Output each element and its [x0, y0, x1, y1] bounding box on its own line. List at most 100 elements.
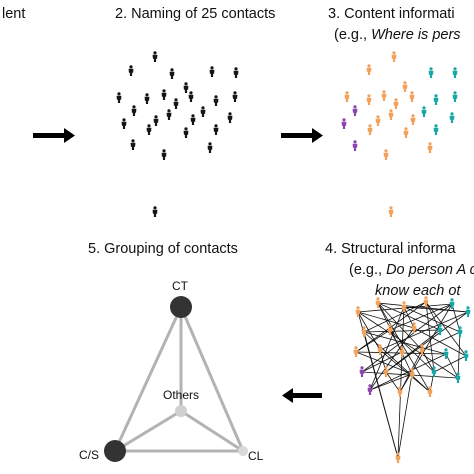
person-icon	[152, 206, 158, 217]
person-icon	[428, 67, 434, 78]
person-icon	[173, 98, 179, 109]
person-icon	[457, 326, 463, 337]
person-icon	[377, 344, 383, 355]
person-icon	[397, 386, 403, 397]
person-icon	[465, 306, 471, 317]
person-icon	[419, 344, 425, 355]
network-edge	[421, 331, 461, 351]
person-icon	[352, 105, 358, 116]
step4-caption: 4. Structural informa	[325, 241, 456, 257]
person-icon	[411, 322, 417, 333]
network-edge	[355, 351, 413, 375]
person-icon	[121, 118, 127, 129]
person-icon	[161, 149, 167, 160]
network-edge	[413, 327, 467, 357]
person-icon	[410, 114, 416, 125]
person-icon	[399, 346, 405, 357]
person-icon	[161, 89, 167, 100]
person-icon	[144, 93, 150, 104]
person-icon	[437, 324, 443, 335]
person-icon	[213, 95, 219, 106]
person-icon	[190, 114, 196, 125]
label-cs: C/S	[79, 448, 99, 462]
person-icon	[452, 67, 458, 78]
person-icon	[433, 124, 439, 135]
edge-ct-cs	[113, 306, 183, 452]
person-icon	[153, 115, 159, 126]
network-edge	[457, 331, 461, 379]
node-ct	[170, 296, 192, 318]
person-icon	[152, 51, 158, 62]
person-icon	[209, 66, 215, 77]
label-others: Others	[163, 388, 199, 402]
network-edge	[377, 302, 441, 331]
person-icon	[341, 118, 347, 129]
person-icon	[387, 324, 393, 335]
network-edge	[363, 331, 399, 459]
person-icon	[200, 106, 206, 117]
edge-ct-cl	[179, 306, 245, 452]
person-icon	[381, 90, 387, 101]
step3-subcaption: (e.g., Where is pers	[334, 27, 461, 43]
network-edge	[389, 303, 453, 331]
person-icon	[395, 452, 401, 463]
person-icon	[455, 372, 461, 383]
person-icon	[375, 115, 381, 126]
edge-others-cl	[180, 409, 244, 453]
person-icon	[463, 350, 469, 361]
person-icon	[116, 92, 122, 103]
step3-sub-prefix: (e.g.,	[334, 27, 371, 43]
step2-caption: 2. Naming of 25 contacts	[115, 6, 275, 22]
node-cs	[104, 440, 126, 462]
person-icon	[183, 82, 189, 93]
network-edge	[369, 353, 447, 391]
label-ct: CT	[172, 279, 189, 293]
person-icon	[352, 140, 358, 151]
person-icon	[443, 348, 449, 359]
person-icon	[166, 109, 172, 120]
person-icon	[409, 91, 415, 102]
step1-caption: lent	[2, 6, 25, 22]
person-icon	[232, 91, 238, 102]
network-edge	[369, 306, 405, 391]
step4-sub-italic: Do person A c	[386, 262, 474, 278]
network-edge	[363, 331, 447, 355]
person-icon	[452, 91, 458, 102]
contacts-content-group	[341, 51, 458, 217]
network-edge	[377, 302, 431, 393]
person-icon	[427, 386, 433, 397]
person-icon	[213, 124, 219, 135]
person-icon	[367, 124, 373, 135]
person-icon	[361, 326, 367, 337]
person-icon	[401, 301, 407, 312]
network-edge	[379, 349, 431, 393]
arrow-left-icon	[282, 388, 322, 403]
person-icon	[393, 98, 399, 109]
arrow-right-icon	[33, 128, 75, 143]
person-icon	[383, 366, 389, 377]
person-icon	[207, 142, 213, 153]
person-icon	[421, 106, 427, 117]
step4-sub-prefix: (e.g.,	[349, 262, 386, 278]
network-edge	[445, 353, 459, 379]
person-icon	[367, 384, 373, 395]
network-edge	[361, 351, 403, 373]
contact-network-people	[353, 296, 471, 463]
network-edge	[379, 311, 469, 351]
person-icon	[449, 298, 455, 309]
person-icon	[344, 91, 350, 102]
person-icon	[227, 112, 233, 123]
person-icon	[169, 68, 175, 79]
person-icon	[433, 94, 439, 105]
person-icon	[449, 112, 455, 123]
network-edge	[357, 311, 459, 379]
person-icon	[130, 139, 136, 150]
network-edge	[377, 302, 469, 313]
network-edge	[377, 302, 423, 351]
step3-caption: 3. Content informati	[328, 6, 455, 22]
network-edge	[403, 306, 415, 329]
person-icon	[431, 366, 437, 377]
person-icon	[409, 368, 415, 379]
network-edge	[385, 311, 469, 373]
person-icon	[233, 67, 239, 78]
